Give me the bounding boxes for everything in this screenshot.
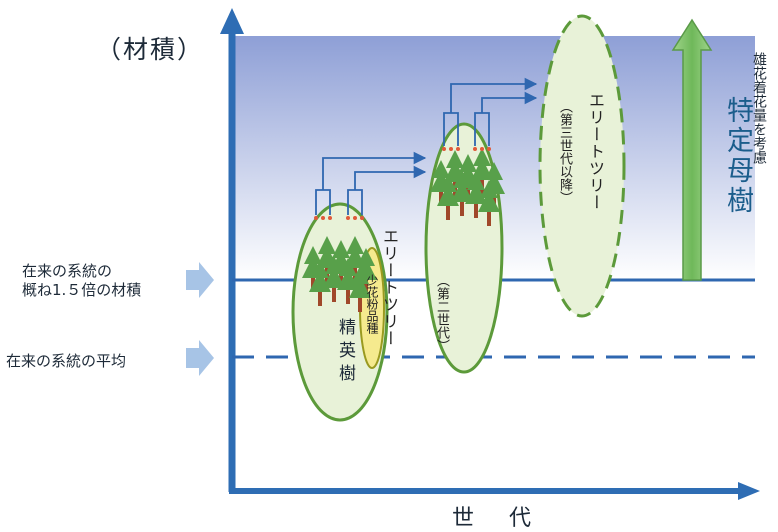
y-axis-arrowhead — [220, 8, 244, 34]
level-label-average: 在来の系統の平均 — [6, 352, 127, 370]
lineage-connectors-1 — [315, 151, 427, 215]
specific-mother-arrow — [671, 18, 713, 281]
x-axis-label: 世 代 — [452, 506, 545, 531]
specific-mother-label: 特定母樹 — [722, 96, 753, 216]
pointer-arrow-150 — [186, 262, 214, 298]
plus-trees-label: 精英樹 — [335, 318, 355, 387]
flower-note-label: 雄花着花量を考慮 — [751, 52, 767, 164]
low-pollen-label: 少花粉品種 — [365, 274, 379, 334]
lineage-connectors-2 — [443, 77, 538, 146]
elite-tree-3rd-ellipse — [538, 14, 626, 318]
elite-tree-3rd-sublabel: （第三世代以降） — [557, 100, 572, 204]
elite-tree-2nd-sublabel: （第二世代） — [434, 274, 449, 352]
elite-tree-3rd-label: エリートツリー — [586, 92, 605, 211]
pointer-arrow-avg — [186, 340, 214, 376]
x-axis-arrowhead — [738, 482, 760, 500]
elite-tree-2nd-label: エリートツリー — [380, 228, 399, 347]
seed-dots — [314, 147, 491, 220]
level-label-150: 在来の系統の 概ね1.５倍の材積 — [22, 262, 142, 299]
y-axis-label: （材積） — [96, 35, 205, 64]
